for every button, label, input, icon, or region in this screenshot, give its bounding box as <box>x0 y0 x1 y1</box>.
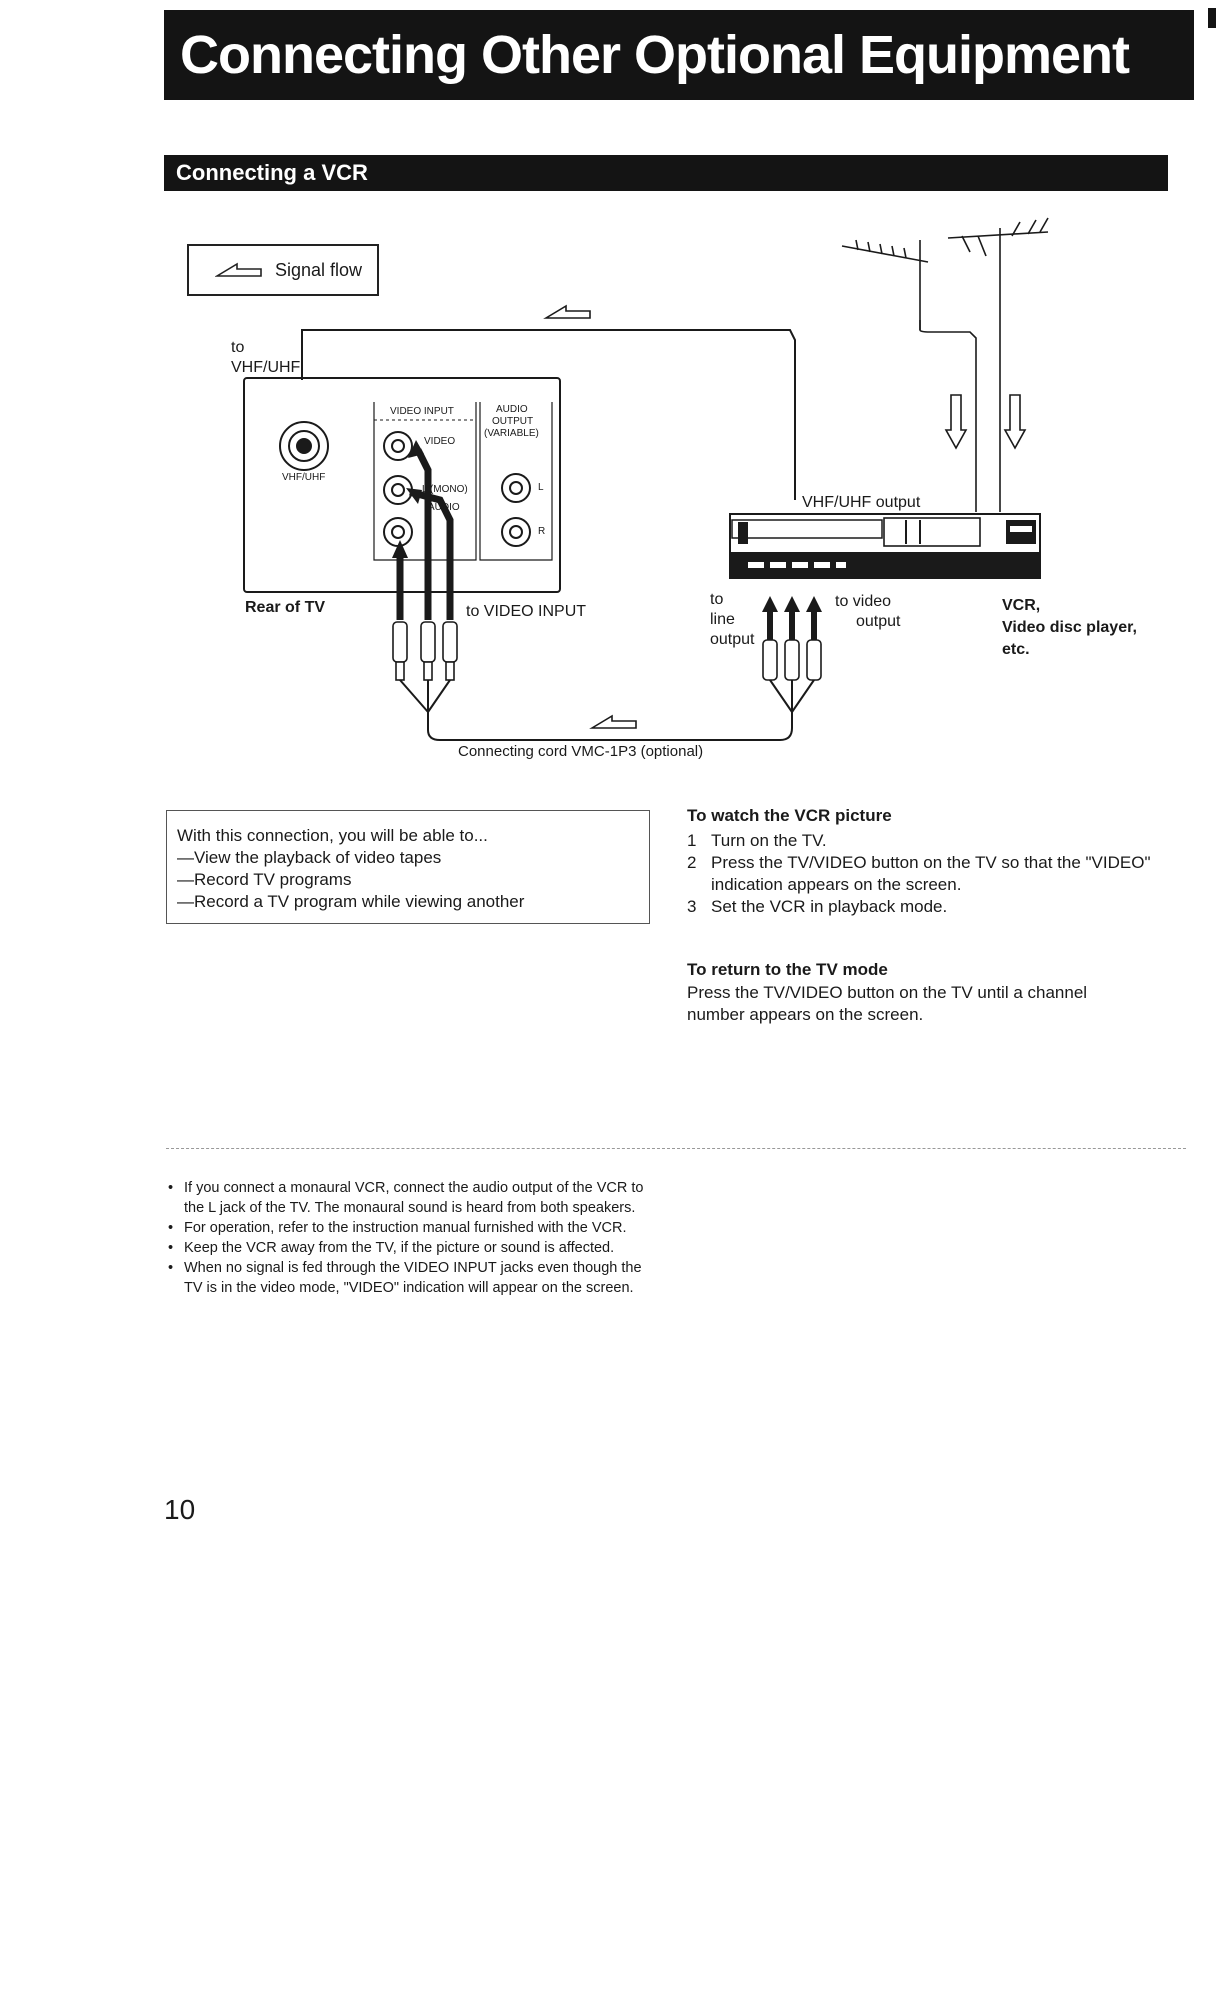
page-title: Connecting Other Optional Equipment <box>164 10 1194 100</box>
signal-flow-legend: Signal flow <box>187 244 379 296</box>
vhf-uhf-output-label: VHF/UHF output <box>802 494 921 511</box>
connection-intro: With this connection, you will be able t… <box>177 826 488 845</box>
output-l-label: L <box>538 482 544 493</box>
vhf-uhf-jack <box>279 421 329 471</box>
device-label-1: VCR, <box>1002 597 1041 614</box>
note-item: If you connect a monaural VCR, connect t… <box>166 1178 656 1218</box>
rear-of-tv-label: Rear of TV <box>245 599 326 616</box>
cord-caption: Connecting cord VMC-1P3 (optional) <box>458 743 704 760</box>
return-tv-heading: To return to the TV mode <box>687 960 888 979</box>
watch-vcr-heading: To watch the VCR picture <box>687 806 892 825</box>
to-line-output-label-2: line <box>710 611 735 628</box>
vcr-device <box>729 513 1041 579</box>
to-line-output-label-3: output <box>710 631 755 648</box>
note-item: Keep the VCR away from the TV, if the pi… <box>166 1238 656 1258</box>
notes-list: If you connect a monaural VCR, connect t… <box>166 1178 656 1298</box>
watch-vcr-steps: 1 Turn on the TV. 2 Press the TV/VIDEO b… <box>687 830 1157 918</box>
audio-output-label-1: AUDIO <box>496 404 528 415</box>
video-jack-label: VIDEO <box>424 436 456 447</box>
note-item: When no signal is fed through the VIDEO … <box>166 1258 656 1298</box>
device-label-2: Video disc player, <box>1002 619 1137 636</box>
step-text: Set the VCR in playback mode. <box>711 897 948 916</box>
to-video-output-label-2: output <box>856 613 901 630</box>
connection-diagram <box>243 217 1049 741</box>
connection-item: —Record a TV program while viewing anoth… <box>177 892 525 911</box>
tv-vhf-uhf-jack-label: VHF/UHF <box>282 472 326 483</box>
audio-jack-label: AUDIO <box>428 502 460 513</box>
to-video-output-label-1: to video <box>835 593 892 610</box>
to-line-output-label-1: to <box>710 591 724 608</box>
divider <box>166 1148 1186 1149</box>
to-video-input-label: to VIDEO INPUT <box>466 603 587 620</box>
step-number: 3 <box>687 897 697 916</box>
step-item: 3 Set the VCR in playback mode. <box>687 896 1157 918</box>
step-number: 1 <box>687 831 697 850</box>
step-item: 2 Press the TV/VIDEO button on the TV so… <box>687 852 1157 896</box>
device-label-3: etc. <box>1002 641 1030 658</box>
return-tv-text: Press the TV/VIDEO button on the TV unti… <box>687 983 1088 1024</box>
audio-mono-jack-label: L (MONO) <box>422 484 468 495</box>
step-item: 1 Turn on the TV. <box>687 830 1157 852</box>
connection-item: —Record TV programs <box>177 870 352 889</box>
audio-output-label-2: OUTPUT <box>492 416 534 427</box>
connection-item: —View the playback of video tapes <box>177 848 442 867</box>
section-heading: Connecting a VCR <box>164 155 1168 191</box>
step-number: 2 <box>687 853 697 872</box>
step-text: Turn on the TV. <box>711 831 827 850</box>
page-number: 10 <box>164 1494 196 1525</box>
audio-output-label-3: (VARIABLE) <box>484 428 539 439</box>
edge-mark <box>1208 8 1216 28</box>
output-r-label: R <box>538 526 546 537</box>
to-vhf-uhf-label-2: VHF/UHF <box>231 359 301 376</box>
signal-flow-arrow-icon <box>215 262 262 277</box>
video-input-header: VIDEO INPUT <box>390 406 454 417</box>
connection-benefits-box: With this connection, you will be able t… <box>166 810 650 924</box>
step-text: Press the TV/VIDEO button on the TV so t… <box>711 853 1151 894</box>
legend-label: Signal flow <box>275 260 363 280</box>
to-vhf-uhf-label-1: to <box>231 339 245 356</box>
note-item: For operation, refer to the instruction … <box>166 1218 656 1238</box>
